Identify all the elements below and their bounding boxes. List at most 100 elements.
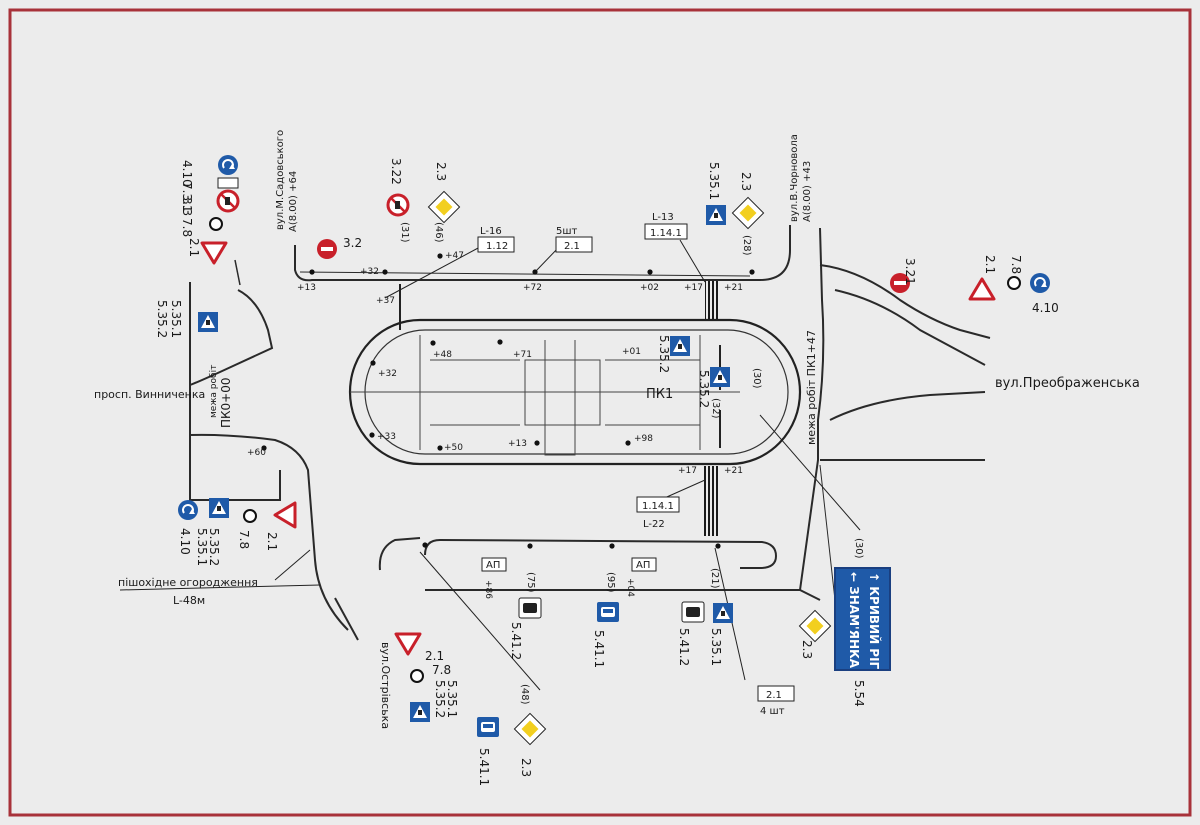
light-icon xyxy=(209,217,223,231)
sign-code: 5.41.2 xyxy=(509,622,523,660)
bus-stop-sign-icon xyxy=(681,601,705,623)
crosswalk-sign-icon xyxy=(209,498,229,518)
sign-code: 3.3 xyxy=(180,197,194,216)
marking-code: 1.14.1 xyxy=(650,228,682,239)
svg-text:(30): (30) xyxy=(751,368,762,389)
yield-icon xyxy=(968,277,996,301)
svg-text:(30): (30) xyxy=(853,538,864,559)
sign-code: 5.35.1 xyxy=(709,628,723,666)
sign-code: 2.3 xyxy=(800,640,814,659)
svg-text:+71: +71 xyxy=(513,350,532,360)
no-stopping-icon xyxy=(216,189,240,213)
east-road-edge xyxy=(799,227,825,591)
sign-code: 5.35.2 xyxy=(433,680,447,718)
priority-road-icon xyxy=(798,609,832,643)
crosswalk-south xyxy=(703,466,718,536)
street-label: вул.Преображенська xyxy=(995,376,1140,391)
svg-text:+32: +32 xyxy=(378,369,397,379)
sign-code: 5.35.1 xyxy=(169,300,183,338)
north-road-inner xyxy=(299,271,751,277)
svg-text:+17: +17 xyxy=(684,283,703,293)
marking-code: 2.1 xyxy=(564,241,580,252)
vynnychenka-edge xyxy=(189,385,281,501)
sign-code: 4.10 xyxy=(178,528,192,555)
plate-icon xyxy=(217,177,239,189)
east-road-edge-2 xyxy=(819,264,991,339)
light-icon xyxy=(1007,276,1021,290)
ostrivska-edge xyxy=(334,597,359,641)
svg-text:+33: +33 xyxy=(377,432,396,442)
sign-code: 5.41.1 xyxy=(477,748,491,786)
sign-code: 5.35.1 xyxy=(195,528,209,566)
sign-code: 7.8 xyxy=(180,218,194,237)
pole-markers xyxy=(261,253,755,549)
svg-text:(28): (28) xyxy=(741,235,752,256)
boundary-label: ПК0+00 xyxy=(219,377,233,428)
roundabout-sign-icon xyxy=(177,499,199,521)
svg-text:(21): (21) xyxy=(709,568,720,589)
roundabout-outer xyxy=(348,318,802,466)
no-turn-icon xyxy=(386,193,410,217)
marking-count: 5шт xyxy=(556,226,578,237)
crosswalk-sign-icon xyxy=(710,367,730,387)
street-label: вул.Острівська xyxy=(379,642,392,729)
svg-text:(75): (75) xyxy=(525,572,536,593)
svg-text:+17: +17 xyxy=(678,466,697,476)
marking-count: 4 шт xyxy=(760,706,785,717)
bus-stop-sign-icon xyxy=(477,717,499,737)
sign-code: 5.35.2 xyxy=(155,300,169,338)
sign-code: 7.8 xyxy=(237,530,251,549)
island-parking-layout xyxy=(350,335,740,456)
svg-text:+21: +21 xyxy=(724,466,743,476)
roundabout-sign-icon xyxy=(217,154,239,176)
crosswalk-sign-icon xyxy=(713,603,733,623)
priority-road-icon xyxy=(427,190,461,224)
sign-code: 2.1 xyxy=(425,649,444,663)
svg-text:(31): (31) xyxy=(399,222,410,243)
light-icon xyxy=(410,669,424,683)
street-label: вул.М.Садовського xyxy=(275,130,286,230)
west-road-edge-2 xyxy=(189,289,274,386)
sign-code: 5.35.2 xyxy=(697,370,711,408)
svg-text:+04: +04 xyxy=(625,578,635,597)
west-road-edge xyxy=(189,282,349,631)
bus-stop-sign-icon xyxy=(518,597,542,619)
bus-stop-sign-icon xyxy=(597,602,619,622)
svg-text:(32): (32) xyxy=(710,398,721,419)
marking-length: L-13 xyxy=(652,212,674,223)
boundary-label: межа робіт ПК1+47 xyxy=(805,330,818,445)
sign-code: 7.3.1 xyxy=(180,182,194,213)
svg-text:+60: +60 xyxy=(247,448,266,458)
sign-code: 5.35.2 xyxy=(207,528,221,566)
no-entry-icon xyxy=(317,239,337,259)
svg-text:+32: +32 xyxy=(360,267,379,277)
sign-code: 2.3 xyxy=(434,162,448,181)
crosswalk-north xyxy=(705,281,720,319)
east-road-edge-4 xyxy=(829,391,986,421)
svg-text:+02: +02 xyxy=(640,283,659,293)
chainage-label: A(8.00) +64 xyxy=(288,171,299,232)
direction-line: ↑ КРИВИЙ РІГ xyxy=(867,572,882,670)
yield-icon xyxy=(394,632,422,656)
crosswalk-sign-icon xyxy=(670,336,690,356)
svg-text:+50: +50 xyxy=(444,443,463,453)
sign-code: 2.1 xyxy=(187,238,201,257)
crosswalk-sign-icon xyxy=(198,312,218,332)
sign-code: 5.35.1 xyxy=(707,162,721,200)
north-road-edge xyxy=(294,225,791,282)
sign-code: 2.1 xyxy=(983,255,997,274)
fence-length: L-48м xyxy=(173,594,205,607)
sign-code: 5.35.1 xyxy=(445,680,459,718)
sign-code: 4.10 xyxy=(1032,301,1059,315)
light-icon xyxy=(243,509,257,523)
sign-code: 5.41.1 xyxy=(592,630,606,668)
boundary-label: межа робіт xyxy=(209,365,219,418)
svg-text:(95): (95) xyxy=(605,572,616,593)
pk-label: ПК1 xyxy=(646,387,673,402)
roundabout-sign-icon xyxy=(1029,272,1051,294)
sign-code: 3.22 xyxy=(389,158,403,185)
west-road-inner xyxy=(234,259,241,286)
marking-length: L-22 xyxy=(643,519,665,530)
sign-code: 7.8 xyxy=(432,663,451,677)
sign-code: 2.3 xyxy=(519,758,533,777)
